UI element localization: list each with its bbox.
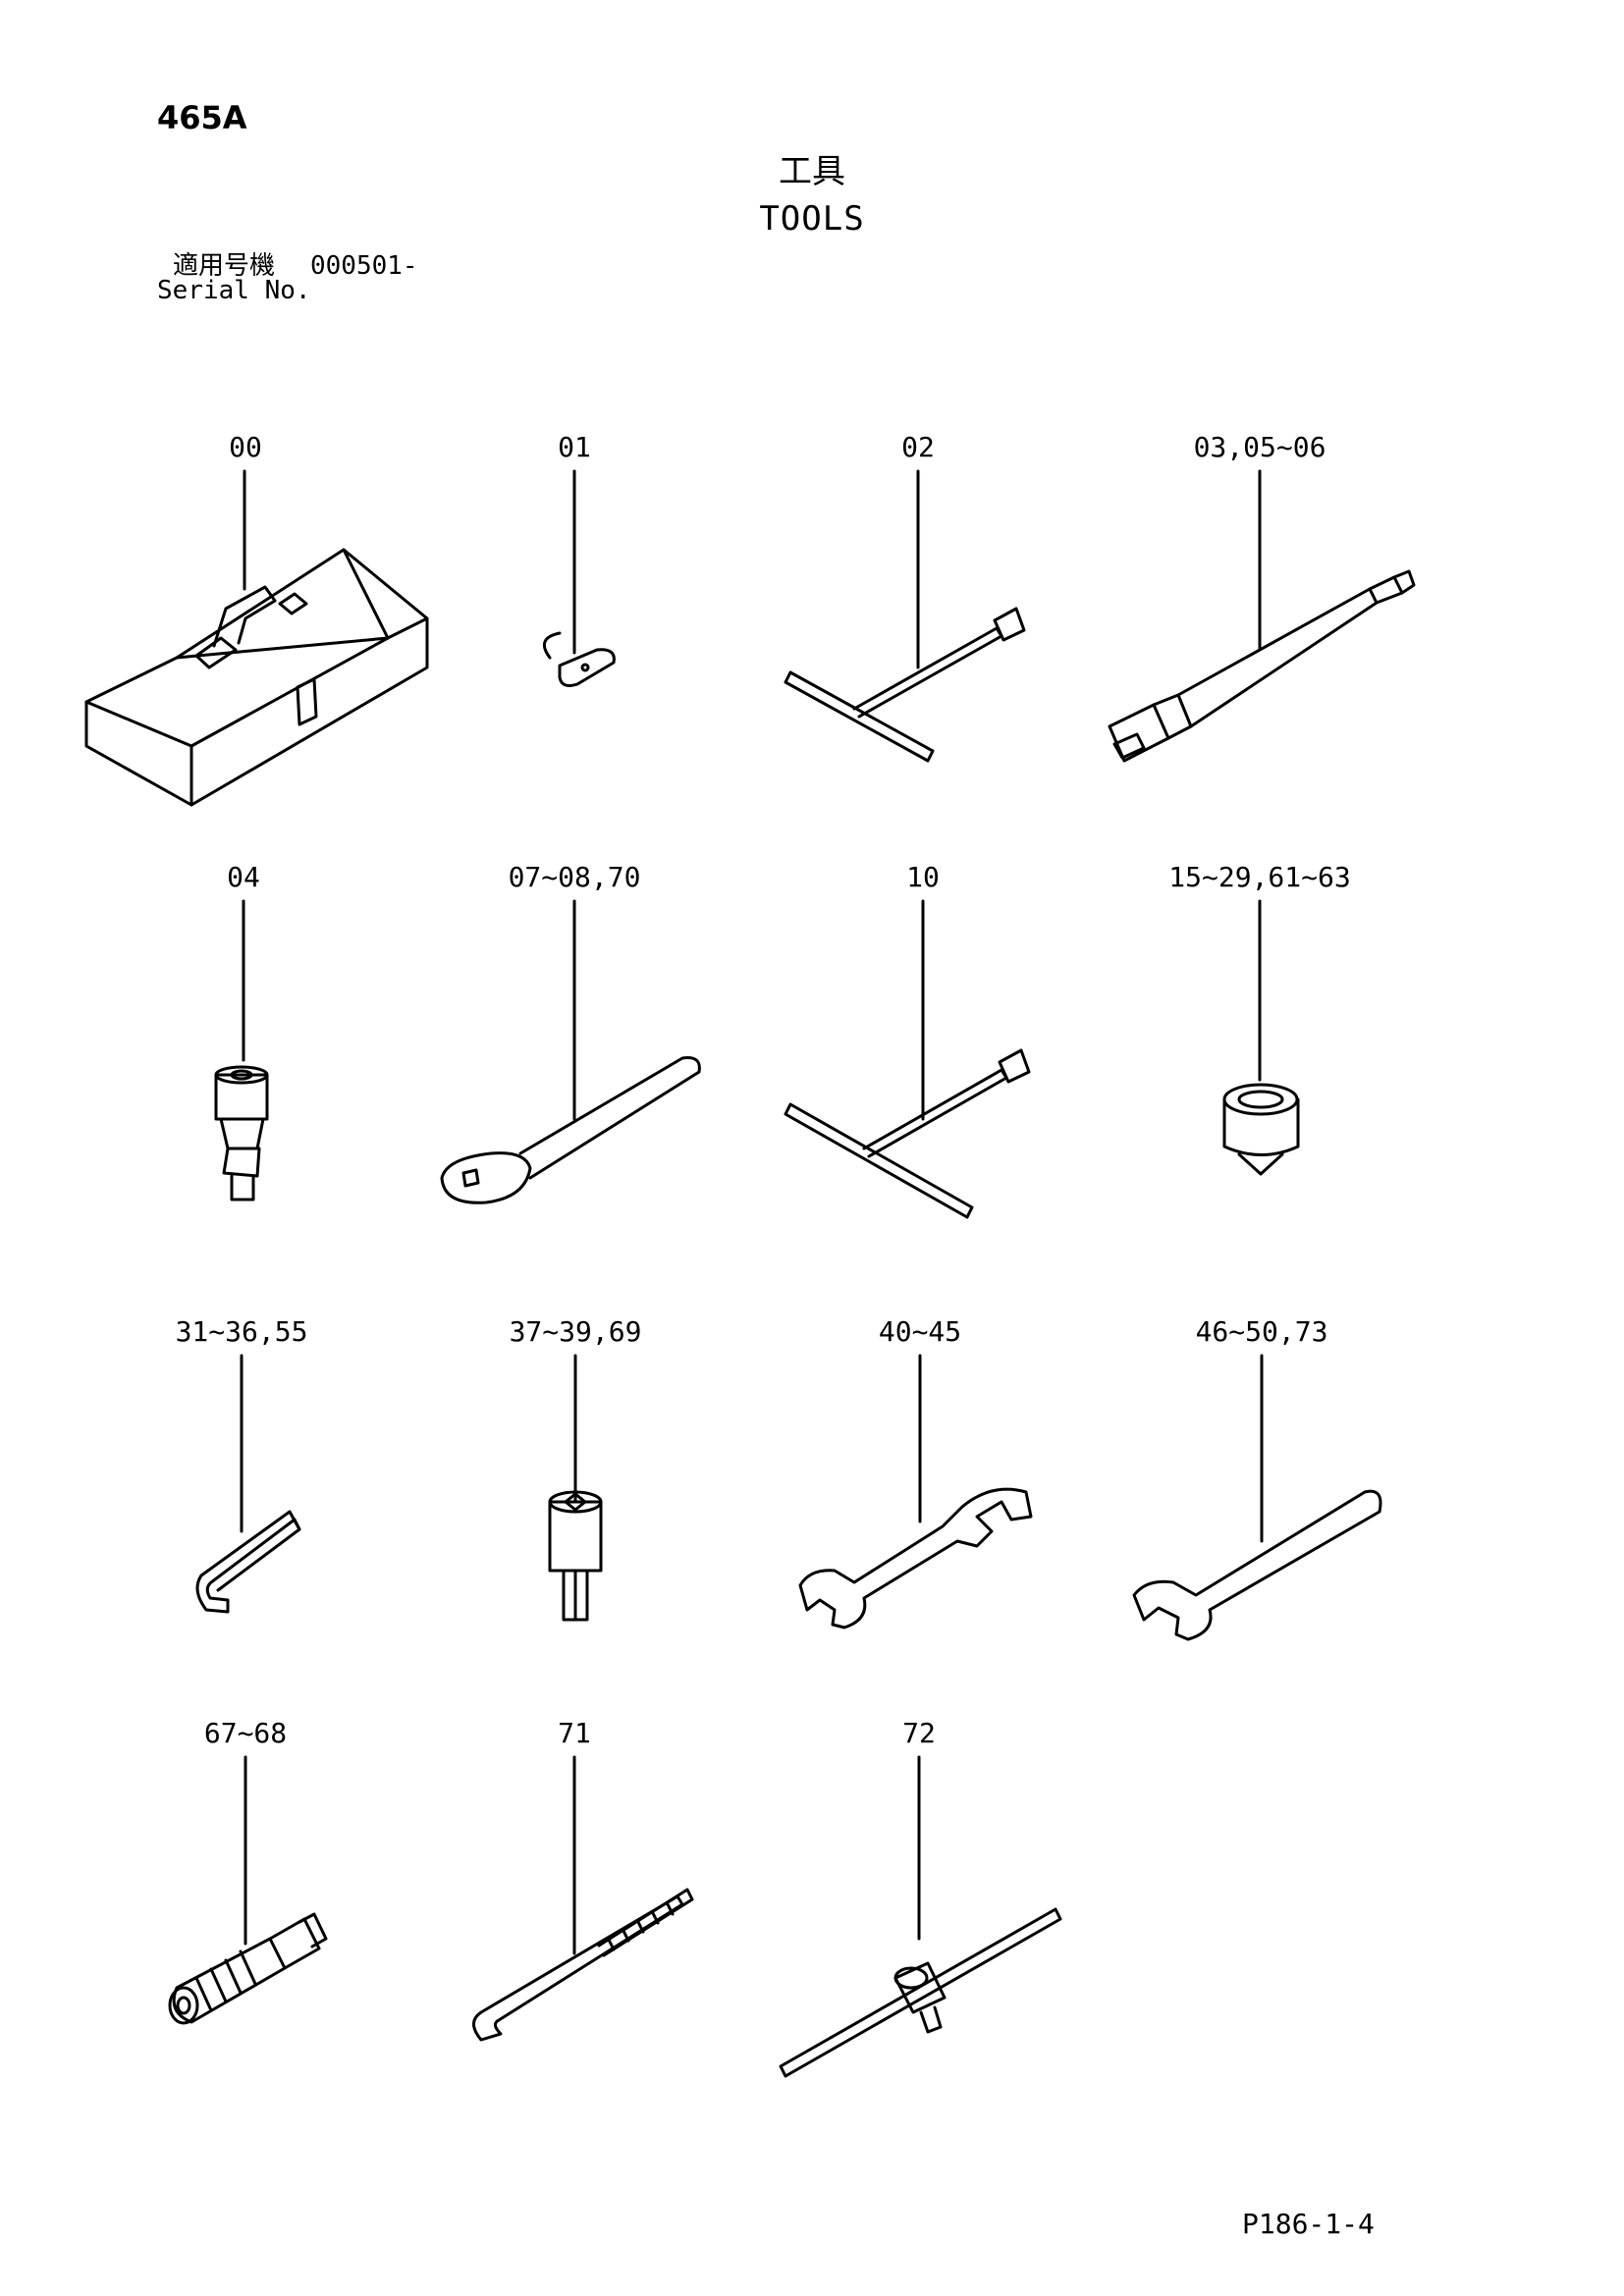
item-label: 40~45 (878, 1315, 962, 1348)
serial-label: Serial No. (157, 276, 311, 305)
t-handle-wrench-icon (785, 1050, 1029, 1217)
socket-bit-icon (550, 1492, 601, 1620)
ratchet-handle-icon (442, 1058, 699, 1203)
page-code: 465A (157, 99, 247, 136)
clip-icon (544, 633, 614, 685)
item-label: 37~39,69 (509, 1315, 642, 1348)
item-label: 10 (906, 861, 940, 893)
leader-lines (242, 471, 1262, 1953)
item-label: 67~68 (203, 1717, 288, 1749)
item-label: 15~29,61~63 (1168, 861, 1351, 893)
item-label: 46~50,73 (1195, 1315, 1328, 1348)
page-title-jp: 工具 (779, 152, 845, 191)
item-label: 71 (558, 1717, 591, 1749)
t-handle-wrench-icon (785, 609, 1024, 761)
universal-joint-icon (216, 1067, 267, 1200)
extension-bar-icon (1110, 571, 1414, 761)
item-label: 07~08,70 (508, 861, 641, 893)
hex-key-icon (197, 1512, 299, 1612)
serial-label-jp: 適用号機 (173, 251, 276, 281)
item-label: 04 (227, 861, 260, 893)
item-label: 31~36,55 (175, 1315, 308, 1348)
single-open-end-wrench-icon (1134, 1491, 1380, 1639)
l-handle-rod-icon (474, 1890, 693, 2040)
socket-icon (1224, 1085, 1298, 1174)
item-label: 00 (229, 431, 262, 463)
adapter-icon (170, 1914, 326, 2023)
double-open-end-wrench-icon (800, 1489, 1031, 1628)
page-title: TOOLS (759, 199, 865, 239)
item-label: 72 (902, 1717, 936, 1749)
item-label: 03,05~06 (1193, 431, 1326, 463)
sliding-t-bar-icon (781, 1909, 1060, 2076)
item-label: 01 (558, 431, 591, 463)
serial-number-value: 000501- (310, 251, 418, 281)
toolbox-icon (86, 550, 427, 805)
page-reference: P186-1-4 (1242, 2208, 1375, 2240)
item-label: 02 (901, 431, 935, 463)
